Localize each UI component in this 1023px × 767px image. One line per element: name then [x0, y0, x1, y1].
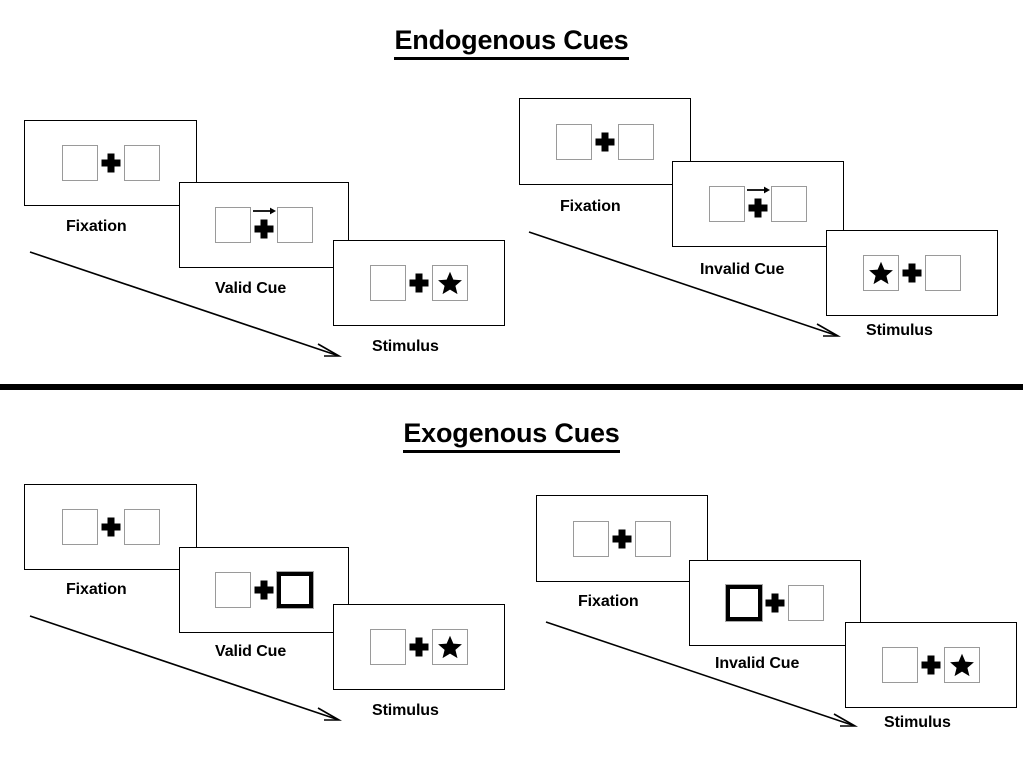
- endogenous-invalid-cue-caption: Invalid Cue: [700, 261, 785, 278]
- exogenous-valid-stimulus-caption: Stimulus: [372, 702, 439, 719]
- exogenous-valid-cue-caption: Valid Cue: [215, 643, 287, 660]
- left-cued-box: [725, 584, 763, 622]
- right-placeholder-box: [635, 520, 671, 557]
- endogenous-title-text: Endogenous Cues: [394, 25, 629, 60]
- right-placeholder-box: [788, 585, 824, 621]
- exogenous-valid-cue-panel: [179, 547, 349, 633]
- exogenous-section-title: Exogenous Cues: [0, 418, 1023, 453]
- fixation-cross-icon: [918, 647, 944, 683]
- right-placeholder-box: [277, 207, 313, 243]
- right-target-box: [432, 265, 468, 301]
- left-placeholder-box: [573, 520, 609, 557]
- right-placeholder-box: [123, 509, 160, 545]
- endogenous-invalid-stimulus-panel: [826, 230, 998, 316]
- exogenous-invalid-fixation-panel: [536, 495, 708, 582]
- endogenous-invalid-fixation-caption: Fixation: [560, 198, 621, 215]
- fixation-cross-icon: [406, 265, 432, 301]
- right-placeholder-box: [618, 123, 654, 160]
- fixation-cross-icon: [762, 585, 788, 621]
- right-target-box: [944, 647, 980, 683]
- fixation-cross-icon: [98, 509, 124, 545]
- endogenous-valid-stimulus-panel: [333, 240, 505, 326]
- exogenous-valid-fixation-panel: [24, 484, 197, 570]
- left-placeholder-box: [370, 265, 406, 301]
- endogenous-invalid-cue-panel: [672, 161, 844, 247]
- exogenous-title-text: Exogenous Cues: [403, 418, 620, 453]
- endogenous-invalid-stimulus-caption: Stimulus: [866, 322, 933, 339]
- left-target-box: [863, 255, 899, 291]
- left-placeholder-box: [61, 509, 98, 545]
- fixation-cross-icon: [592, 124, 618, 160]
- exogenous-invalid-cue-caption: Invalid Cue: [715, 655, 800, 672]
- left-placeholder-box: [882, 647, 918, 683]
- left-placeholder-box: [709, 186, 745, 222]
- endogenous-valid-stimulus-caption: Stimulus: [372, 338, 439, 355]
- arrow-right-cue-icon: [747, 186, 770, 194]
- exogenous-invalid-stimulus-caption: Stimulus: [884, 714, 951, 731]
- left-placeholder-box: [370, 629, 406, 665]
- fixation-cross-icon: [406, 629, 432, 665]
- exogenous-invalid-cue-panel: [689, 560, 861, 646]
- left-placeholder-box: [215, 207, 251, 243]
- endogenous-invalid-fixation-panel: [519, 98, 691, 185]
- fixation-cross-icon: [251, 207, 277, 243]
- endogenous-section-title: Endogenous Cues: [0, 25, 1023, 60]
- star-target-icon: [950, 653, 974, 677]
- exogenous-invalid-stimulus-panel: [845, 622, 1017, 708]
- fixation-cross-icon: [251, 572, 277, 608]
- right-placeholder-box: [771, 186, 807, 222]
- exogenous-valid-stimulus-panel: [333, 604, 505, 690]
- exogenous-invalid-fixation-caption: Fixation: [578, 593, 639, 610]
- right-cued-box: [276, 571, 314, 609]
- endogenous-valid-fixation-caption: Fixation: [66, 218, 127, 235]
- left-placeholder-box: [215, 572, 251, 608]
- fixation-cross-icon: [609, 521, 635, 557]
- fixation-cross-icon: [745, 186, 771, 222]
- endogenous-valid-cue-panel: [179, 182, 349, 268]
- endogenous-valid-fixation-panel: [24, 120, 197, 206]
- section-divider: [0, 384, 1023, 390]
- exogenous-valid-fixation-caption: Fixation: [66, 581, 127, 598]
- right-placeholder-box: [925, 255, 961, 291]
- fixation-cross-icon: [899, 255, 925, 291]
- star-target-icon: [869, 261, 893, 285]
- endogenous-valid-cue-caption: Valid Cue: [215, 280, 287, 297]
- left-placeholder-box: [61, 145, 98, 181]
- arrow-right-cue-icon: [253, 207, 276, 215]
- star-target-icon: [438, 635, 462, 659]
- star-target-icon: [438, 271, 462, 295]
- left-placeholder-box: [556, 123, 592, 160]
- right-placeholder-box: [123, 145, 160, 181]
- right-target-box: [432, 629, 468, 665]
- fixation-cross-icon: [98, 145, 124, 181]
